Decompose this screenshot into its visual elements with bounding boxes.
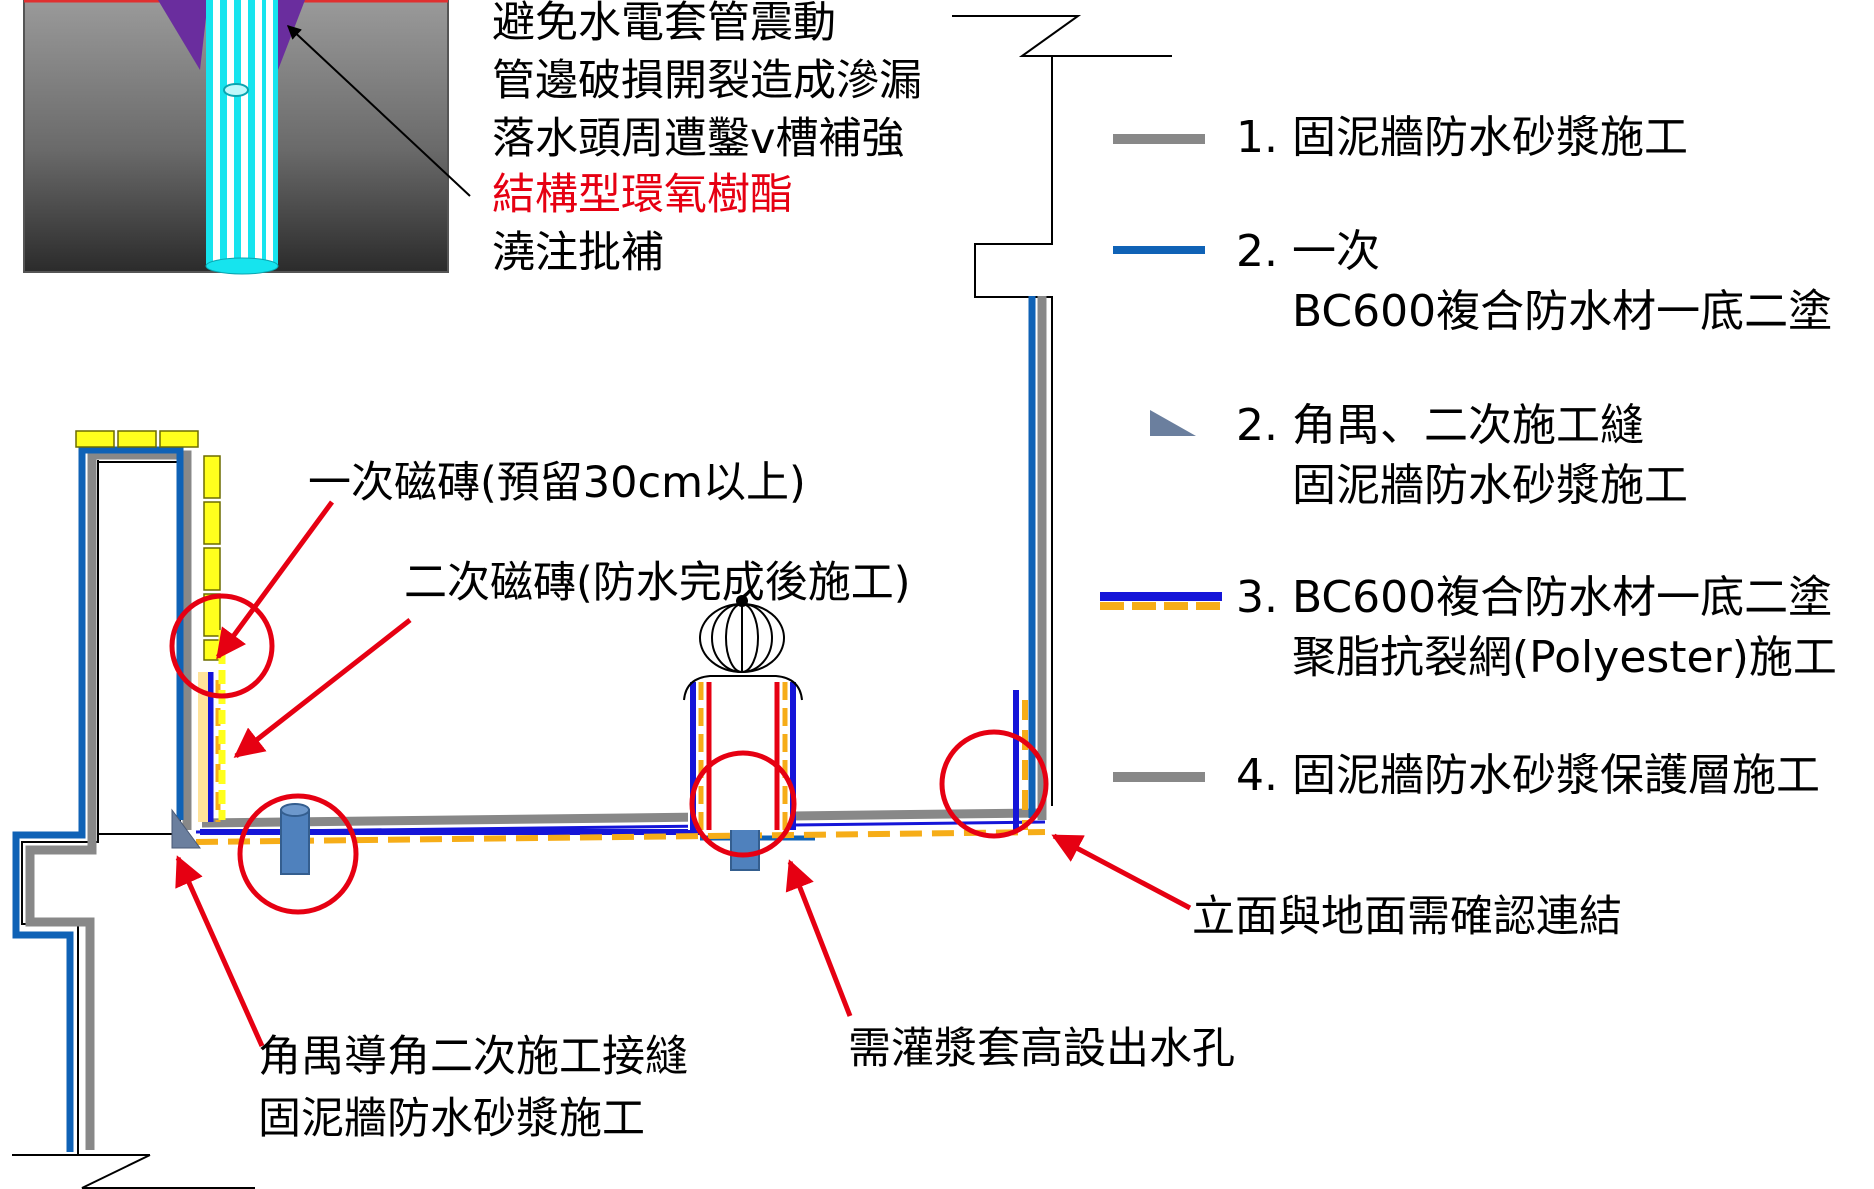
composite-layer-shape: [195, 829, 1046, 845]
arrow-wall-floor: [1051, 833, 1192, 911]
arrow-grout: [785, 859, 853, 1017]
pipe-sleeve-inset: [23, 0, 471, 275]
v-groove-left-shape: [158, 0, 208, 70]
inset-note-highlight: 結構型環氧樹酯: [492, 170, 793, 220]
tile-shape: [75, 430, 221, 661]
callout-grout-label: 需灌漿套高設出水孔: [848, 1024, 1235, 1074]
cross-section: [12, 15, 1172, 1189]
legend-item-1: 1. 固泥牆防水砂漿施工: [1236, 112, 1688, 163]
second-tile-shape: [198, 630, 226, 822]
callout-circle-first-tile: [169, 593, 275, 699]
callout-first-tile-label: 一次磁磚(預留30cm以上): [308, 458, 806, 508]
bc600-layer-shape: [12, 296, 1036, 1152]
callout-wall-floor-label: 立面與地面需確認連結: [1192, 892, 1622, 942]
callout-second-tile-label: 二次磁磚(防水完成後施工): [404, 558, 911, 608]
legend-swatch-protective: [1113, 772, 1205, 782]
legend-item-2-line-1: 2. 一次: [1236, 226, 1380, 277]
inset-pointer-arrow: [286, 25, 471, 197]
inset-note-line-1: 避免水電套管震動: [492, 0, 836, 48]
inset-note-line-2: 管邊破損開裂造成滲漏: [492, 56, 922, 106]
callout-circle-wall-floor: [939, 729, 1049, 839]
legend-swatches: [1100, 134, 1222, 782]
structure-outline: [12, 15, 1172, 1189]
inset-note-line-3: 落水頭周遭鑿v槽補強: [492, 114, 905, 164]
legend-swatch-bc600: [1113, 246, 1205, 254]
arrow-second-tile: [233, 618, 412, 758]
callout-circle-left-drain: [237, 793, 359, 915]
corner-chamfer-shape: [171, 808, 201, 849]
drain-dome-shape: [699, 595, 785, 673]
callout-markers: [169, 593, 1049, 915]
legend-item-5: 4. 固泥牆防水砂漿保護層施工: [1236, 750, 1820, 801]
legend-item-3-line-1: 2. 角禺、二次施工縫: [1236, 400, 1644, 451]
legend-item-2-line-2: BC600複合防水材一底二塗: [1292, 286, 1833, 337]
arrow-corner: [175, 855, 265, 1048]
legend-item-4-line-2: 聚脂抗裂網(Polyester)施工: [1292, 632, 1837, 683]
legend-swatch-mortar: [1113, 134, 1205, 144]
callout-arrows: [175, 500, 1192, 1048]
callout-circle-sleeve: [689, 750, 797, 858]
legend-swatch-corner: [1150, 410, 1196, 436]
inset-note-last-line: 澆注批補: [492, 228, 664, 278]
floor-drain-left-shape: [280, 803, 310, 875]
arrow-first-tile: [215, 500, 335, 660]
pipe-sleeve-shape: [205, 0, 279, 275]
legend-swatch-composite: [1100, 592, 1222, 610]
legend-item-3-line-2: 固泥牆防水砂漿施工: [1292, 460, 1688, 511]
callout-corner-label-line-2: 固泥牆防水砂漿施工: [258, 1094, 645, 1144]
legend-item-4-line-1: 3. BC600複合防水材一底二塗: [1236, 572, 1833, 623]
mortar-layer-shape: [25, 296, 1047, 1150]
callout-corner-label-line-1: 角禺導角二次施工接縫: [258, 1032, 688, 1082]
